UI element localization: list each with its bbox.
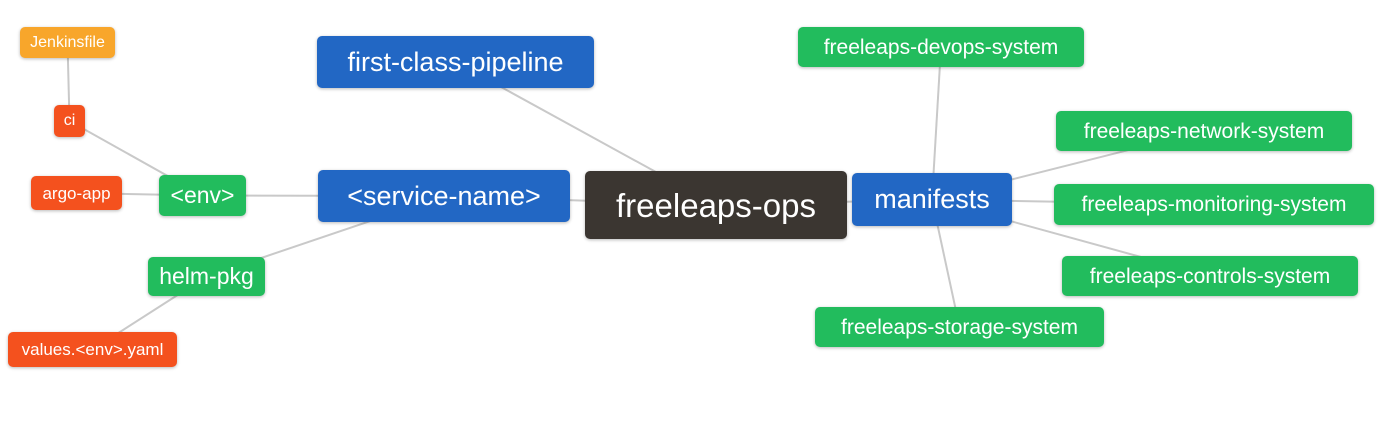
node-service-name[interactable]: <service-name>: [318, 170, 570, 222]
node-first-class-pipeline[interactable]: first-class-pipeline: [317, 36, 594, 88]
node-freeleaps-monitoring-system[interactable]: freeleaps-monitoring-system: [1054, 184, 1374, 225]
node-label: ci: [63, 112, 76, 129]
node-freeleaps-controls-system[interactable]: freeleaps-controls-system: [1062, 256, 1358, 296]
node-label: argo-app: [42, 183, 111, 203]
node-label: <service-name>: [347, 180, 541, 211]
node-label: helm-pkg: [159, 263, 254, 289]
node-label: freeleaps-devops-system: [823, 35, 1059, 59]
node-env[interactable]: <env>: [159, 175, 246, 216]
node-label: first-class-pipeline: [347, 46, 564, 77]
node-label: Jenkinsfile: [30, 33, 105, 51]
node-values-env-yaml[interactable]: values.<env>.yaml: [8, 332, 177, 367]
node-argo-app[interactable]: argo-app: [31, 176, 122, 210]
node-label: freeleaps-controls-system: [1089, 264, 1331, 288]
node-freeleaps-devops-system[interactable]: freeleaps-devops-system: [798, 27, 1084, 67]
node-manifests[interactable]: manifests: [852, 173, 1012, 226]
node-label: freeleaps-network-system: [1083, 119, 1325, 143]
node-label: freeleaps-monitoring-system: [1081, 193, 1347, 216]
node-freeleaps-ops[interactable]: freeleaps-ops: [585, 171, 847, 239]
node-label: manifests: [874, 184, 990, 214]
node-label: values.<env>.yaml: [21, 340, 164, 359]
node-label: freeleaps-ops: [616, 186, 816, 224]
node-label: <env>: [170, 182, 235, 208]
node-ci[interactable]: ci: [54, 105, 85, 137]
node-freeleaps-network-system[interactable]: freeleaps-network-system: [1056, 111, 1352, 151]
node-jenkinsfile[interactable]: Jenkinsfile: [20, 27, 115, 58]
node-label: freeleaps-storage-system: [841, 315, 1078, 339]
node-helm-pkg[interactable]: helm-pkg: [148, 257, 265, 296]
node-freeleaps-storage-system[interactable]: freeleaps-storage-system: [815, 307, 1104, 347]
